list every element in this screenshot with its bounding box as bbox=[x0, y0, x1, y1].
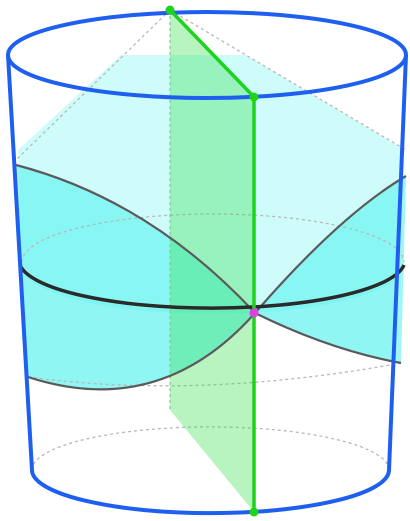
center-point bbox=[249, 308, 259, 318]
apex-point bbox=[165, 5, 175, 15]
bottom-rim-point bbox=[249, 507, 259, 517]
axial-section-plane bbox=[170, 10, 254, 512]
generator-lines bbox=[168, 8, 256, 512]
hidden-edges bbox=[15, 9, 407, 471]
cylinder-outline bbox=[6, 10, 408, 516]
top-rim-point bbox=[249, 92, 259, 102]
equator-circle bbox=[18, 264, 406, 310]
intersection-band bbox=[16, 165, 255, 390]
intersection-band-right bbox=[255, 176, 406, 363]
